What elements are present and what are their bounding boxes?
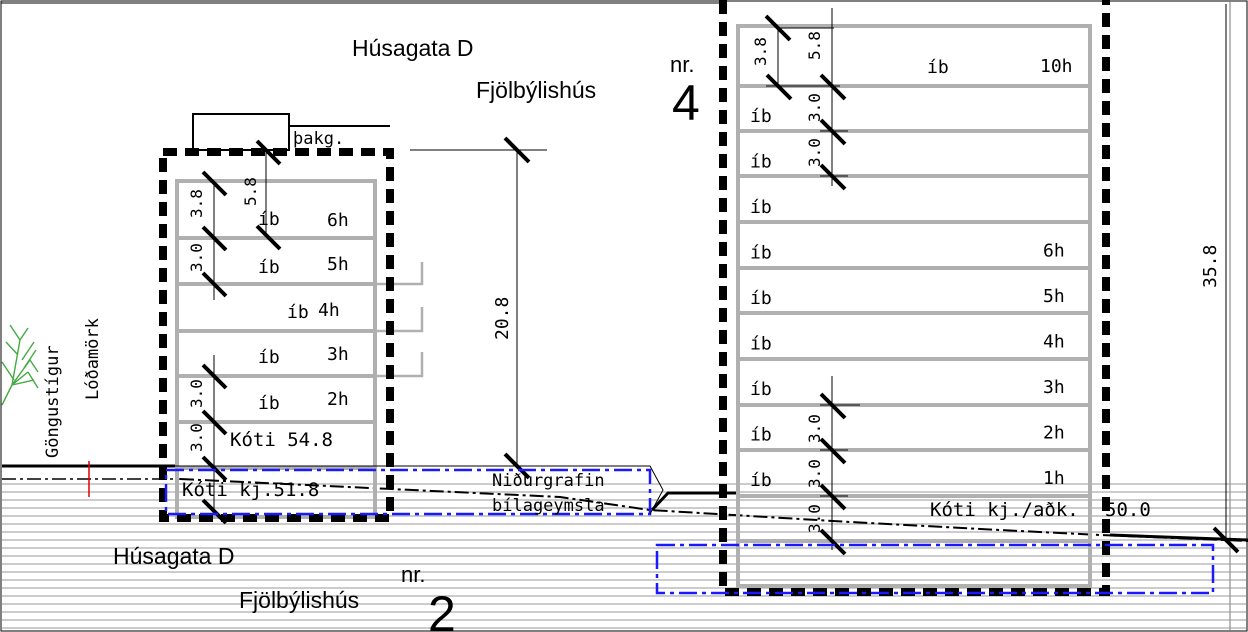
floor-6: íb 6h bbox=[258, 209, 349, 231]
building-outline bbox=[159, 148, 394, 522]
floor-10: íb 10h bbox=[927, 56, 1073, 78]
basement-level-value: 50.0 bbox=[1105, 499, 1151, 521]
apartment-label: íb bbox=[258, 347, 280, 368]
floor-label: 2h bbox=[1043, 423, 1065, 444]
floor-4: íb 4h bbox=[287, 300, 340, 323]
floor-label: 4h bbox=[318, 300, 340, 321]
street-name: Húsagata D bbox=[352, 35, 473, 61]
floor-label: 2h bbox=[327, 389, 349, 410]
building-number: 2 bbox=[428, 586, 456, 632]
dim-floor: 3.0 bbox=[805, 504, 824, 533]
apartment-label: íb bbox=[287, 302, 309, 323]
building-type: Fjölbýlishús bbox=[476, 77, 596, 103]
garage-label-line1: Niðurgrafin bbox=[492, 471, 605, 491]
dimension-ticks bbox=[201, 139, 282, 525]
roof-structure bbox=[192, 113, 290, 151]
heading-building-2: Húsagata D Fjölbýlishús nr. 2 bbox=[113, 543, 456, 632]
building-number: 4 bbox=[672, 75, 700, 131]
floor-row: íb bbox=[750, 106, 772, 127]
dim-top-total: 5.8 bbox=[241, 177, 260, 206]
dim-top-floor: 3.8 bbox=[751, 37, 770, 66]
apartment-label: íb bbox=[750, 334, 772, 355]
apartment-label: íb bbox=[750, 470, 772, 491]
floor-row: íb 2h bbox=[750, 423, 1065, 446]
apartment-label: íb bbox=[750, 106, 772, 127]
apartment-label: íb bbox=[750, 197, 772, 218]
dimension-ticks bbox=[764, 14, 847, 556]
floor-rows: íb íb íb íb 6h íb 5h íb 4h íb 3h íb 2h íb 1h bbox=[750, 106, 1065, 491]
heading-building-4: Húsagata D Fjölbýlishús nr. 4 bbox=[352, 35, 700, 131]
floor-label: 6h bbox=[1043, 241, 1065, 262]
dim-floor: 3.0 bbox=[187, 423, 206, 452]
dim-floor: 3.0 bbox=[805, 414, 824, 443]
apartment-label: íb bbox=[750, 243, 772, 264]
number-prefix: nr. bbox=[401, 562, 425, 587]
building-4: íb 10h íb íb íb íb 6h íb 5h íb 4h íb 3h íb 2h íb 1h Kó… bbox=[719, 0, 1240, 596]
overall-height: 35.8 bbox=[1200, 245, 1221, 288]
floor-row: íb 4h bbox=[750, 332, 1065, 355]
balconies bbox=[375, 262, 424, 378]
floor-row: íb 3h bbox=[750, 377, 1065, 400]
dim-floor: 3.0 bbox=[187, 379, 206, 408]
basement-level-label: Kóti kj.51.8 bbox=[182, 479, 319, 501]
floor-slabs bbox=[738, 84, 1090, 543]
floor-row: íb 5h bbox=[750, 286, 1065, 309]
apartment-label: íb bbox=[750, 152, 772, 173]
dim-floor: 3.0 bbox=[805, 459, 824, 488]
dimension-tick bbox=[503, 136, 531, 164]
dim-floor: 3.0 bbox=[187, 243, 206, 272]
floor-slabs bbox=[177, 236, 375, 470]
apartment-label: íb bbox=[750, 288, 772, 309]
street-name: Húsagata D bbox=[113, 543, 234, 569]
floor-label: 1h bbox=[1043, 468, 1065, 489]
floor-3: íb 3h bbox=[258, 344, 349, 368]
apartment-label: íb bbox=[258, 393, 280, 414]
dim-top-total: 5.8 bbox=[805, 31, 824, 60]
lot-boundary-label: Lóðamörk bbox=[83, 318, 103, 400]
underground-garage-right bbox=[655, 543, 1215, 595]
floor-label: 5h bbox=[1043, 286, 1065, 307]
apartment-label: íb bbox=[258, 257, 280, 278]
apartment-label: íb bbox=[927, 57, 949, 78]
floor-row: íb 1h bbox=[750, 468, 1065, 491]
floor-label: 5h bbox=[327, 254, 349, 275]
apartment-label: íb bbox=[750, 425, 772, 446]
dim-top-floor: 3.8 bbox=[187, 189, 206, 218]
basement-level-label: Kóti kj./aðk. bbox=[930, 499, 1079, 521]
floor-5: íb 5h bbox=[258, 254, 349, 278]
roof-label: þakg. bbox=[293, 129, 344, 149]
floor-label: 6h bbox=[327, 210, 349, 231]
building-type: Fjölbýlishús bbox=[239, 587, 359, 613]
apartment-label: íb bbox=[258, 209, 280, 230]
floor-row: íb bbox=[750, 152, 772, 173]
floor-label: 10h bbox=[1040, 56, 1073, 77]
footpath-label: Göngustígur bbox=[43, 345, 63, 458]
apartment-label: íb bbox=[750, 379, 772, 400]
ground-level-label: Kóti 54.8 bbox=[230, 429, 333, 451]
dim-floor: 3.0 bbox=[805, 93, 824, 122]
tree-icon bbox=[1, 324, 39, 406]
dimension-tick bbox=[1212, 526, 1240, 554]
dimension-chain bbox=[213, 150, 267, 512]
dim-floor: 3.0 bbox=[805, 138, 824, 167]
building-2: þakg. íb 6h íb 5h íb 4h íb bbox=[159, 113, 547, 525]
garage-label-line2: bílageymsla bbox=[492, 496, 605, 516]
floor-2: íb 2h bbox=[258, 389, 349, 414]
floor-label: 3h bbox=[1043, 377, 1065, 398]
floor-row: íb 6h bbox=[750, 241, 1065, 264]
floor-stack bbox=[736, 24, 1092, 588]
floor-row: íb bbox=[750, 197, 772, 218]
floor-label: 3h bbox=[327, 344, 349, 365]
number-prefix: nr. bbox=[670, 52, 694, 77]
underground-garage: Niðurgrafin bílageymsla bbox=[164, 465, 664, 516]
overall-height: 20.8 bbox=[492, 297, 513, 340]
floor-label: 4h bbox=[1043, 332, 1065, 353]
